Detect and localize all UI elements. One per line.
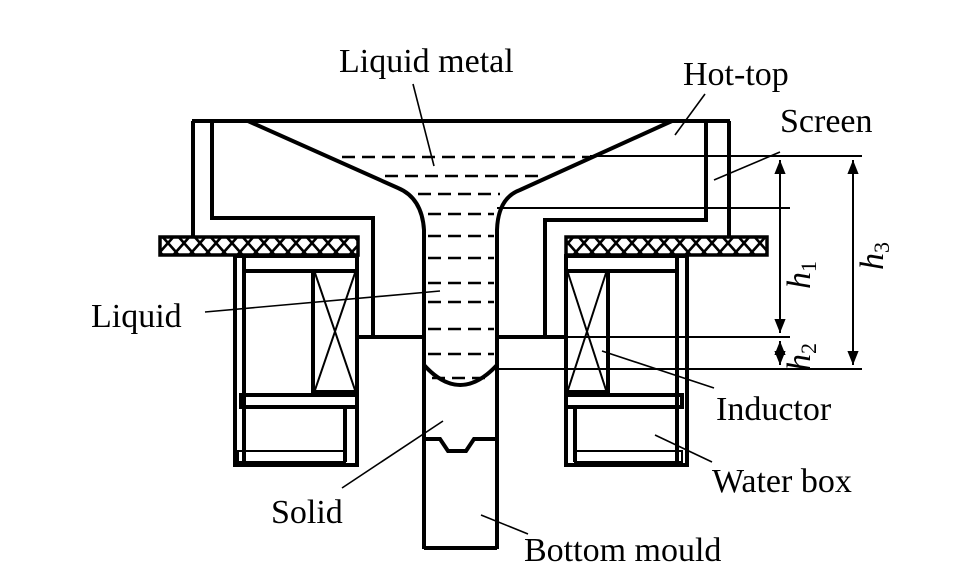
right-hatched-plate xyxy=(564,235,769,257)
dimension-h3: h3 xyxy=(847,160,894,365)
leader-inductor xyxy=(601,350,715,389)
label-hot-top: Hot-top xyxy=(683,56,789,93)
hot-top xyxy=(191,119,731,549)
leader-liquid-metal xyxy=(412,83,435,167)
right-inductor xyxy=(564,269,610,394)
label-liquid-metal: Liquid metal xyxy=(339,43,514,80)
label-screen: Screen xyxy=(780,103,873,140)
leader-water-box xyxy=(654,434,713,463)
bottom-mould xyxy=(424,437,497,550)
h1-label: h1 xyxy=(781,261,821,289)
right-inner-wall xyxy=(543,121,708,337)
leader-solid xyxy=(341,420,444,489)
dimension-h1: h1 xyxy=(774,160,821,333)
dimension-h2: h2 xyxy=(774,341,821,371)
funnel-left xyxy=(247,119,426,549)
left-water-box xyxy=(233,254,359,467)
solidification-front xyxy=(422,363,499,387)
liquid-metal-levels xyxy=(342,155,590,380)
left-inductor xyxy=(311,269,359,394)
left-hatched-plate xyxy=(158,235,360,257)
left-inner-wall xyxy=(210,121,375,337)
h2-label: h2 xyxy=(781,343,821,371)
leader-liquid xyxy=(204,290,441,313)
bottom-mould-top-profile xyxy=(424,437,497,453)
label-inductor: Inductor xyxy=(716,391,832,428)
right-water-box xyxy=(564,254,689,467)
right-inductor-cross xyxy=(567,272,607,391)
label-solid: Solid xyxy=(271,494,343,531)
leader-hot-top xyxy=(674,93,706,136)
label-liquid: Liquid xyxy=(91,298,182,335)
leader-screen xyxy=(713,151,781,181)
funnel-right xyxy=(495,119,673,549)
leader-lines xyxy=(204,83,781,535)
leader-bottom-mould xyxy=(480,514,529,535)
right-coil-assembly xyxy=(564,254,689,467)
label-water-box: Water box xyxy=(712,463,852,500)
label-bottom-mould: Bottom mould xyxy=(524,532,721,569)
left-coil-assembly xyxy=(233,254,359,467)
h3-label: h3 xyxy=(854,242,894,270)
left-inductor-cross xyxy=(314,272,356,391)
